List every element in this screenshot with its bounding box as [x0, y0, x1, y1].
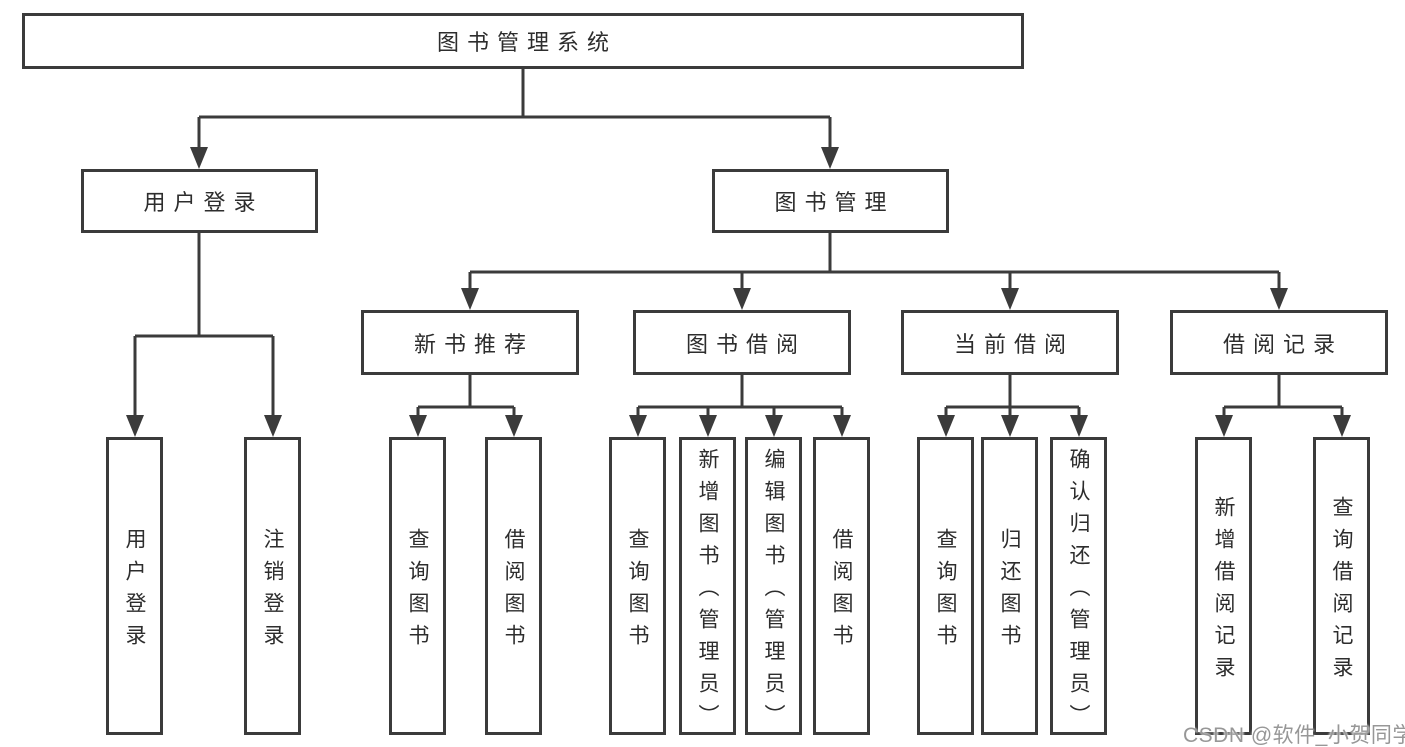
arrowhead-down-icon — [765, 415, 783, 437]
node-leaf-borrow-book-2: 借阅图书 — [813, 437, 870, 735]
node-leaf-query-book-1-label: 查询图书 — [406, 527, 429, 656]
node-leaf-add-book-admin-label: 新增图书（管理员） — [696, 447, 719, 736]
node-leaf-query-book-3: 查询图书 — [917, 437, 974, 735]
arrowhead-down-icon — [264, 415, 282, 437]
node-leaf-query-book-1: 查询图书 — [389, 437, 446, 735]
node-leaf-return-book: 归还图书 — [981, 437, 1038, 735]
edge-book-borrow-to-leaves — [636, 375, 844, 417]
arrowhead-down-icon — [1270, 288, 1288, 310]
arrowhead-down-icon — [833, 415, 851, 437]
arrowhead-down-icon — [126, 415, 144, 437]
arrowhead-down-icon — [409, 415, 427, 437]
edge-borrow-records-to-leaves — [1222, 375, 1344, 417]
arrowhead-down-icon — [461, 288, 479, 310]
node-book-borrowing: 图书借阅 — [633, 310, 851, 375]
arrowheads — [126, 147, 1351, 437]
arrowhead-down-icon — [733, 288, 751, 310]
node-leaf-add-book-admin: 新增图书（管理员） — [679, 437, 736, 736]
node-book-borrowing-label: 图书借阅 — [685, 331, 806, 357]
node-leaf-edit-book-admin: 编辑图书（管理员） — [745, 437, 802, 736]
arrowhead-down-icon — [629, 415, 647, 437]
node-new-book-recommendation: 新书推荐 — [361, 310, 579, 375]
arrowhead-down-icon — [937, 415, 955, 437]
node-leaf-logout-label: 注销登录 — [261, 527, 284, 656]
watermark: CSDN @软件_小贺同学 — [1183, 724, 1405, 747]
node-leaf-query-book-2-label: 查询图书 — [626, 527, 649, 656]
node-leaf-user-login-label: 用户登录 — [123, 527, 146, 656]
node-borrowing-records-label: 借阅记录 — [1222, 331, 1343, 357]
node-leaf-borrow-book-1-label: 借阅图书 — [502, 527, 525, 656]
arrowhead-down-icon — [1333, 415, 1351, 437]
node-leaf-confirm-return-admin: 确认归还（管理员） — [1050, 437, 1107, 736]
node-root-label: 图书管理系统 — [436, 30, 617, 55]
node-new-book-recommendation-label: 新书推荐 — [413, 331, 534, 357]
node-root: 图书管理系统 — [22, 13, 1024, 69]
arrowhead-down-icon — [1001, 415, 1019, 437]
node-leaf-query-borrow-record: 查询借阅记录 — [1313, 437, 1370, 735]
arrowhead-down-icon — [1001, 288, 1019, 310]
node-leaf-edit-book-admin-label: 编辑图书（管理员） — [762, 447, 785, 736]
node-leaf-query-book-2: 查询图书 — [609, 437, 666, 735]
arrowhead-down-icon — [505, 415, 523, 437]
node-leaf-user-login: 用户登录 — [106, 437, 163, 735]
node-borrowing-records: 借阅记录 — [1170, 310, 1388, 375]
edge-new-book-rec-to-leaves — [416, 375, 516, 417]
node-leaf-borrow-book-2-label: 借阅图书 — [830, 527, 853, 656]
node-current-borrowing: 当前借阅 — [901, 310, 1119, 375]
node-leaf-borrow-book-1: 借阅图书 — [485, 437, 542, 735]
edge-current-borrow-to-leaves — [944, 375, 1081, 417]
arrowhead-down-icon — [1215, 415, 1233, 437]
edge-book-mgmt-to-level3 — [468, 233, 1281, 290]
node-current-borrowing-label: 当前借阅 — [953, 331, 1074, 357]
arrowhead-down-icon — [699, 415, 717, 437]
node-book-management-label: 图书管理 — [774, 190, 895, 215]
node-leaf-add-borrow-record-label: 新增借阅记录 — [1212, 495, 1235, 688]
node-leaf-logout: 注销登录 — [244, 437, 301, 735]
node-leaf-confirm-return-admin-label: 确认归还（管理员） — [1067, 447, 1090, 736]
node-leaf-query-borrow-record-label: 查询借阅记录 — [1330, 495, 1353, 688]
node-user-login: 用户登录 — [81, 169, 318, 233]
node-book-management: 图书管理 — [712, 169, 949, 233]
node-user-login-label: 用户登录 — [143, 190, 264, 215]
edge-root-to-level2 — [197, 69, 832, 149]
arrowhead-down-icon — [190, 147, 208, 169]
node-leaf-query-book-3-label: 查询图书 — [934, 527, 957, 656]
arrowhead-down-icon — [1070, 415, 1088, 437]
node-leaf-return-book-label: 归还图书 — [998, 527, 1021, 656]
arrowhead-down-icon — [821, 147, 839, 169]
edge-user-login-to-leaves — [133, 233, 275, 417]
node-leaf-add-borrow-record: 新增借阅记录 — [1195, 437, 1252, 735]
